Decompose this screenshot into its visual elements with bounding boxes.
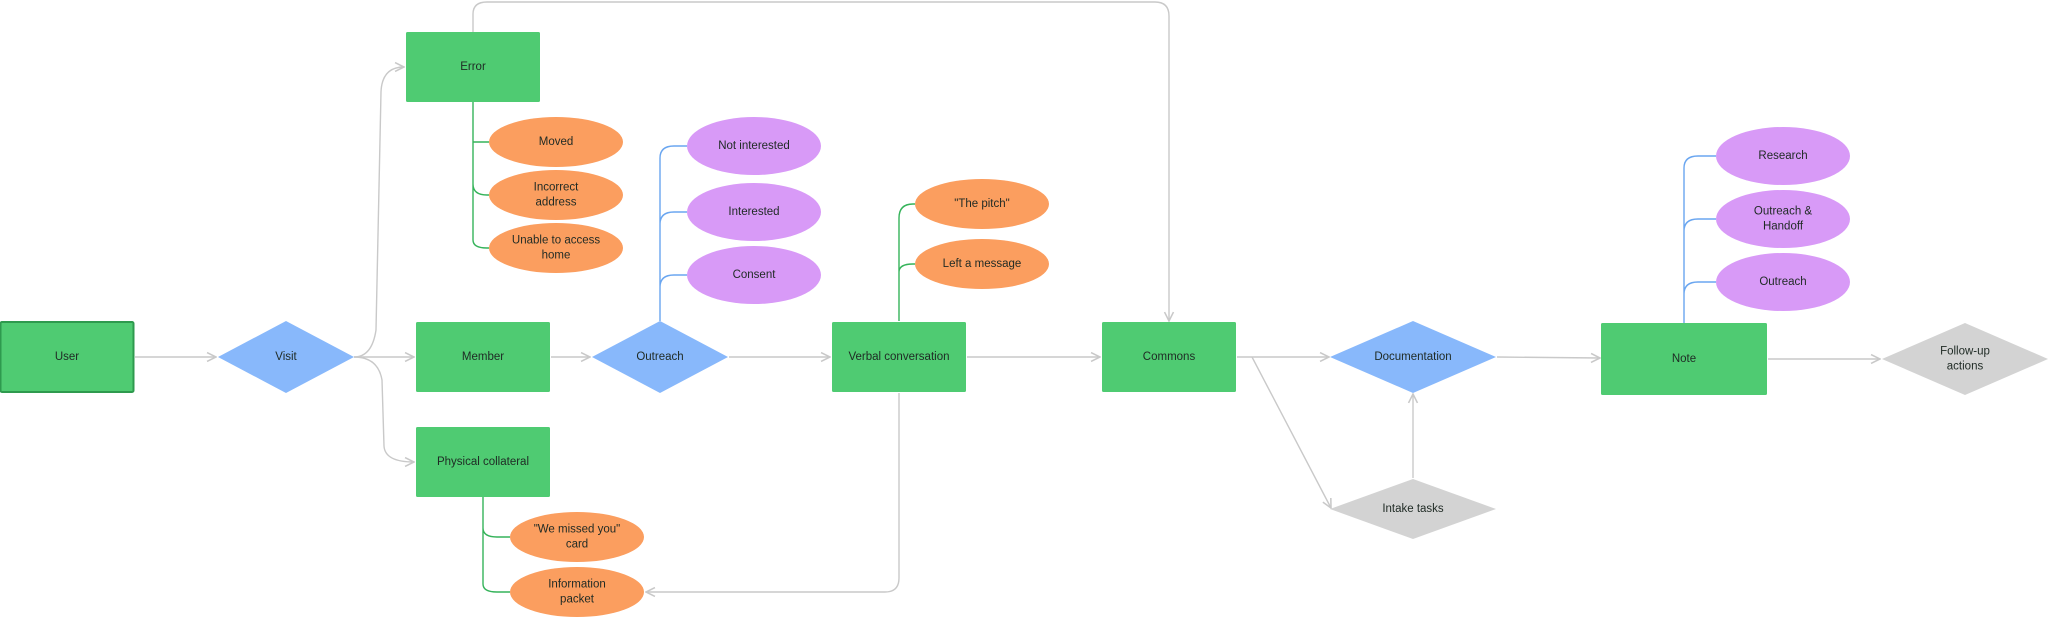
branch-verbal-branches (898, 203, 915, 321)
node-visit: Visit (218, 321, 354, 393)
node-shape (406, 32, 540, 102)
node-shape (416, 427, 550, 497)
node-shape (489, 170, 623, 220)
node-error: Error (406, 32, 540, 102)
node-incorrect: Incorrect address (489, 170, 623, 220)
connector-commons-to-intake (1251, 356, 1331, 508)
node-label: address (536, 197, 577, 209)
node-outreach: Outreach (592, 321, 728, 393)
node-label: Visit (275, 351, 297, 363)
node-unable: Unable to access home (489, 223, 623, 273)
node-label: Handoff (1763, 221, 1804, 233)
node-shape (1716, 253, 1850, 311)
branch-error-branches (472, 102, 489, 249)
node-note: Note (1601, 323, 1767, 395)
node-label: packet (560, 594, 595, 606)
node-outreach-sub: Outreach (1716, 253, 1850, 311)
node-shape (1102, 322, 1236, 392)
connectors (135, 1, 1880, 592)
node-shape (687, 183, 821, 241)
node-label: card (566, 539, 588, 551)
node-shape (915, 239, 1049, 289)
node-label: Outreach (636, 351, 683, 363)
node-label: Intake tasks (1382, 503, 1444, 515)
connector-visit-to-error (353, 67, 404, 358)
node-shape (0, 321, 135, 393)
node-intake: Intake tasks (1330, 479, 1496, 539)
node-label: Consent (733, 269, 777, 281)
node-label: User (55, 351, 79, 363)
node-shape (1716, 190, 1850, 248)
node-shape (687, 117, 821, 175)
branch-physical-branches (482, 497, 510, 593)
node-consent: Consent (687, 246, 821, 304)
node-label: Incorrect (534, 182, 580, 194)
connector-documentation-to-note (1496, 357, 1600, 358)
node-label: Error (460, 61, 486, 73)
connector-error-to-commons (472, 1, 1169, 321)
node-shape (1601, 323, 1767, 395)
node-label: Note (1672, 353, 1696, 365)
node-label: actions (1947, 361, 1984, 373)
node-label: Information (548, 579, 606, 591)
node-verbal: Verbal conversation (832, 322, 966, 392)
node-label: Documentation (1374, 351, 1451, 363)
node-label: Interested (728, 206, 779, 218)
node-shape (218, 321, 354, 393)
node-moved: Moved (489, 117, 623, 167)
node-label: Moved (539, 136, 574, 148)
node-not-interested: Not interested (687, 117, 821, 175)
node-shape (915, 179, 1049, 229)
node-label: Unable to access (512, 235, 600, 247)
node-shape (510, 512, 644, 562)
node-shape (832, 322, 966, 392)
connector-verbal-to-infopacket (646, 393, 900, 592)
node-shape (687, 246, 821, 304)
node-label: "We missed you" (534, 524, 621, 536)
node-shape (1330, 479, 1496, 539)
node-label: Verbal conversation (848, 351, 949, 363)
node-outreach-handoff: Outreach & Handoff (1716, 190, 1850, 248)
branch-outreach-branches (659, 145, 687, 321)
node-shape (1882, 323, 2048, 395)
node-shape (489, 117, 623, 167)
node-member: Member (416, 322, 550, 392)
connector-visit-to-physical (353, 356, 414, 462)
node-label: Outreach (1759, 276, 1806, 288)
node-commons: Commons (1102, 322, 1236, 392)
node-label: Not interested (718, 140, 790, 152)
node-shape (489, 223, 623, 273)
node-shape (1330, 321, 1496, 393)
node-documentation: Documentation (1330, 321, 1496, 393)
node-label: Follow-up (1940, 346, 1990, 358)
node-physical: Physical collateral (416, 427, 550, 497)
branch-note-branches (1683, 155, 1716, 323)
node-shape (510, 567, 644, 617)
node-label: Outreach & (1754, 206, 1812, 218)
node-shape (592, 321, 728, 393)
node-label: "The pitch" (954, 198, 1009, 210)
node-missed-card: "We missed you" card (510, 512, 644, 562)
node-label: Commons (1143, 351, 1196, 363)
node-research: Research (1716, 127, 1850, 185)
node-shape (1716, 127, 1850, 185)
node-label: Research (1758, 150, 1807, 162)
node-pitch: "The pitch" (915, 179, 1049, 229)
node-shape (416, 322, 550, 392)
branches (472, 102, 1716, 593)
node-info-packet: Information packet (510, 567, 644, 617)
node-label: Left a message (943, 258, 1022, 270)
node-user: User (0, 321, 135, 393)
node-label: Member (462, 351, 504, 363)
node-label: Physical collateral (437, 456, 529, 468)
node-interested: Interested (687, 183, 821, 241)
node-left-message: Left a message (915, 239, 1049, 289)
node-followup: Follow-up actions (1882, 323, 2048, 395)
node-label: home (542, 250, 571, 262)
